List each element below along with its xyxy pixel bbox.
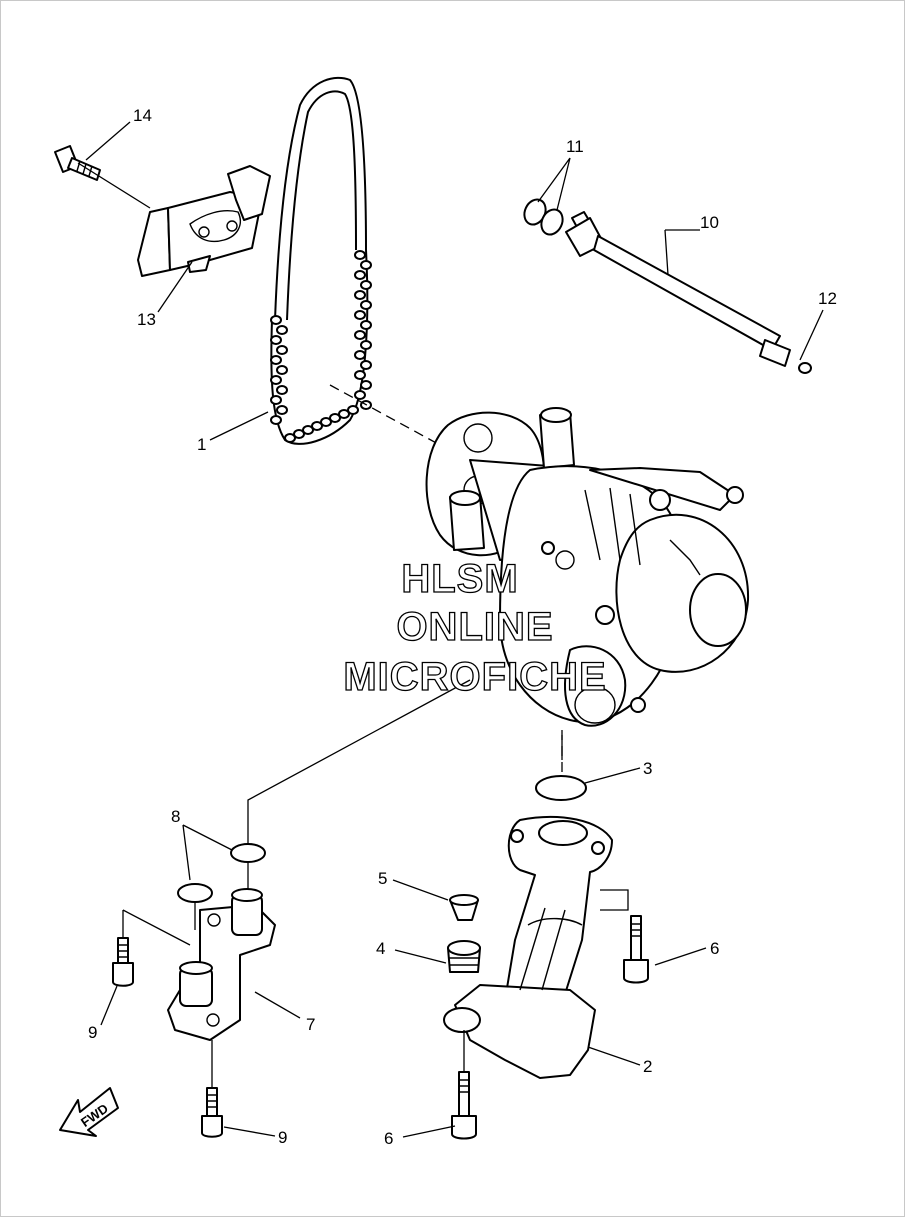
chain-links: [270, 250, 372, 443]
part-4-grommet[interactable]: [447, 940, 481, 973]
chain-link: [360, 320, 372, 330]
chain-link: [302, 425, 314, 435]
part-9-bolt-lower[interactable]: [201, 1087, 223, 1138]
part-11-o-rings[interactable]: [520, 196, 566, 238]
chain-link: [270, 375, 282, 385]
chain-link: [270, 315, 282, 325]
callout-13: 13: [137, 310, 156, 329]
chain-link: [354, 250, 366, 260]
part-14-bolt[interactable]: [54, 145, 101, 181]
part-9-bolt-upper[interactable]: [112, 937, 134, 987]
callout-5: 5: [378, 869, 387, 888]
chain-link: [360, 380, 372, 390]
oil-pump-body: [425, 407, 750, 727]
fwd-direction-arrow: FWD: [59, 1087, 119, 1137]
callout-2: 2: [643, 1057, 652, 1076]
callout-9-lower: 9: [278, 1128, 287, 1147]
part-8-o-rings[interactable]: [177, 843, 266, 903]
chain-link: [354, 390, 366, 400]
part-2-axis: [600, 889, 629, 911]
part-2-oil-strainer[interactable]: [443, 815, 613, 1079]
callout-7: 7: [306, 1015, 315, 1034]
callout-4: 4: [376, 939, 385, 958]
chain-link: [354, 290, 366, 300]
chain-link: [338, 409, 350, 419]
pump-to-pipe-line: [247, 679, 471, 845]
part-3-o-ring[interactable]: [535, 775, 587, 801]
chain-link: [270, 355, 282, 365]
chain-link: [360, 300, 372, 310]
part-10-oil-pipe[interactable]: [565, 211, 791, 367]
chain-link: [347, 405, 359, 415]
chain-link: [276, 405, 288, 415]
callout-9-upper: 9: [88, 1023, 97, 1042]
chain-link: [270, 395, 282, 405]
part-6-bolt-lower[interactable]: [451, 1071, 477, 1140]
chain-link: [276, 325, 288, 335]
watermark-line-1: HLSM: [401, 557, 518, 601]
chain-link: [270, 335, 282, 345]
part-7-pipe-elbow[interactable]: [167, 888, 276, 1041]
chain-link: [360, 360, 372, 370]
part-12-o-ring[interactable]: [798, 362, 812, 374]
part-5-washer[interactable]: [449, 894, 479, 921]
callout-6-upper: 6: [710, 939, 719, 958]
chain-link: [276, 365, 288, 375]
part-1-axis: [329, 384, 441, 446]
chain-link: [329, 413, 341, 423]
chain-link: [360, 280, 372, 290]
chain-link: [276, 385, 288, 395]
callout-10: 10: [700, 213, 719, 232]
callout-6-lower: 6: [384, 1129, 393, 1148]
part-6-bolt-upper[interactable]: [623, 915, 649, 984]
chain-link: [311, 421, 323, 431]
chain-link: [354, 270, 366, 280]
callout-12: 12: [818, 289, 837, 308]
chain-link: [293, 429, 305, 439]
part-13-chain-guide[interactable]: [137, 165, 271, 277]
callout-1: 1: [197, 435, 206, 454]
callout-11: 11: [566, 137, 584, 156]
callout-3: 3: [643, 759, 652, 778]
callout-14: 14: [133, 106, 152, 125]
chain-link: [354, 330, 366, 340]
callout-leaders: [85, 121, 824, 1138]
part-9-axis-upper: [122, 909, 191, 946]
callout-8: 8: [171, 807, 180, 826]
chain-link: [270, 415, 282, 425]
watermark-line-2: ONLINE: [396, 605, 553, 649]
chain-link: [320, 417, 332, 427]
chain-link: [276, 345, 288, 355]
chain-link: [360, 340, 372, 350]
chain-link: [360, 260, 372, 270]
chain-link: [354, 350, 366, 360]
chain-link: [284, 433, 296, 443]
watermark-line-3: MICROFICHE: [343, 655, 606, 699]
chain-link: [354, 310, 366, 320]
chain-link: [354, 370, 366, 380]
part-14-axis: [77, 162, 151, 209]
